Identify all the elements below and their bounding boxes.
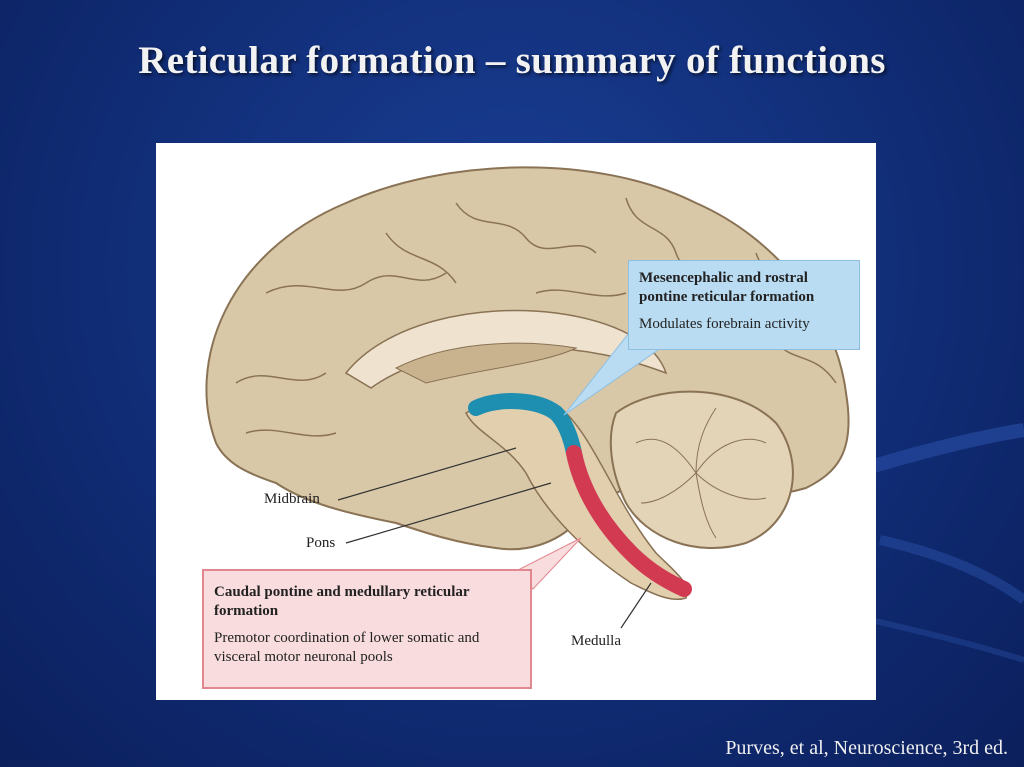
caudal-rf-description: Premotor coordination of lower somatic a… bbox=[214, 630, 480, 665]
leader-lines bbox=[337, 447, 652, 629]
medulla-leader bbox=[620, 582, 652, 629]
pons-leader bbox=[345, 482, 552, 544]
caudal-rf-title: Caudal pontine and medullary reticular f… bbox=[214, 584, 470, 619]
rostral-rf-title: Mesencephalic and rostral pontine reticu… bbox=[639, 270, 815, 305]
pons-label: Pons bbox=[306, 535, 336, 551]
midbrain-label: Midbrain bbox=[264, 491, 320, 507]
brain-diagram-figure: Mesencephalic and rostral pontine reticu… bbox=[156, 143, 876, 700]
rostral-rf-callout: Mesencephalic and rostral pontine reticu… bbox=[628, 260, 860, 350]
lateral-ventricle bbox=[394, 342, 578, 384]
rostral-reticular-formation bbox=[468, 393, 582, 461]
rostral-rf-description: Modulates forebrain activity bbox=[639, 316, 810, 332]
cerebellar-folia bbox=[635, 407, 767, 539]
caudal-rf-callout: Caudal pontine and medullary reticular f… bbox=[202, 569, 532, 689]
cerebellum bbox=[609, 390, 794, 550]
citation-credit: Purves, et al, Neuroscience, 3rd ed. bbox=[725, 737, 1008, 759]
caudal-reticular-formation bbox=[566, 445, 692, 597]
medulla-label: Medulla bbox=[571, 633, 621, 649]
slide-title: Reticular formation – summary of functio… bbox=[138, 39, 886, 82]
midbrain-leader bbox=[337, 447, 517, 501]
